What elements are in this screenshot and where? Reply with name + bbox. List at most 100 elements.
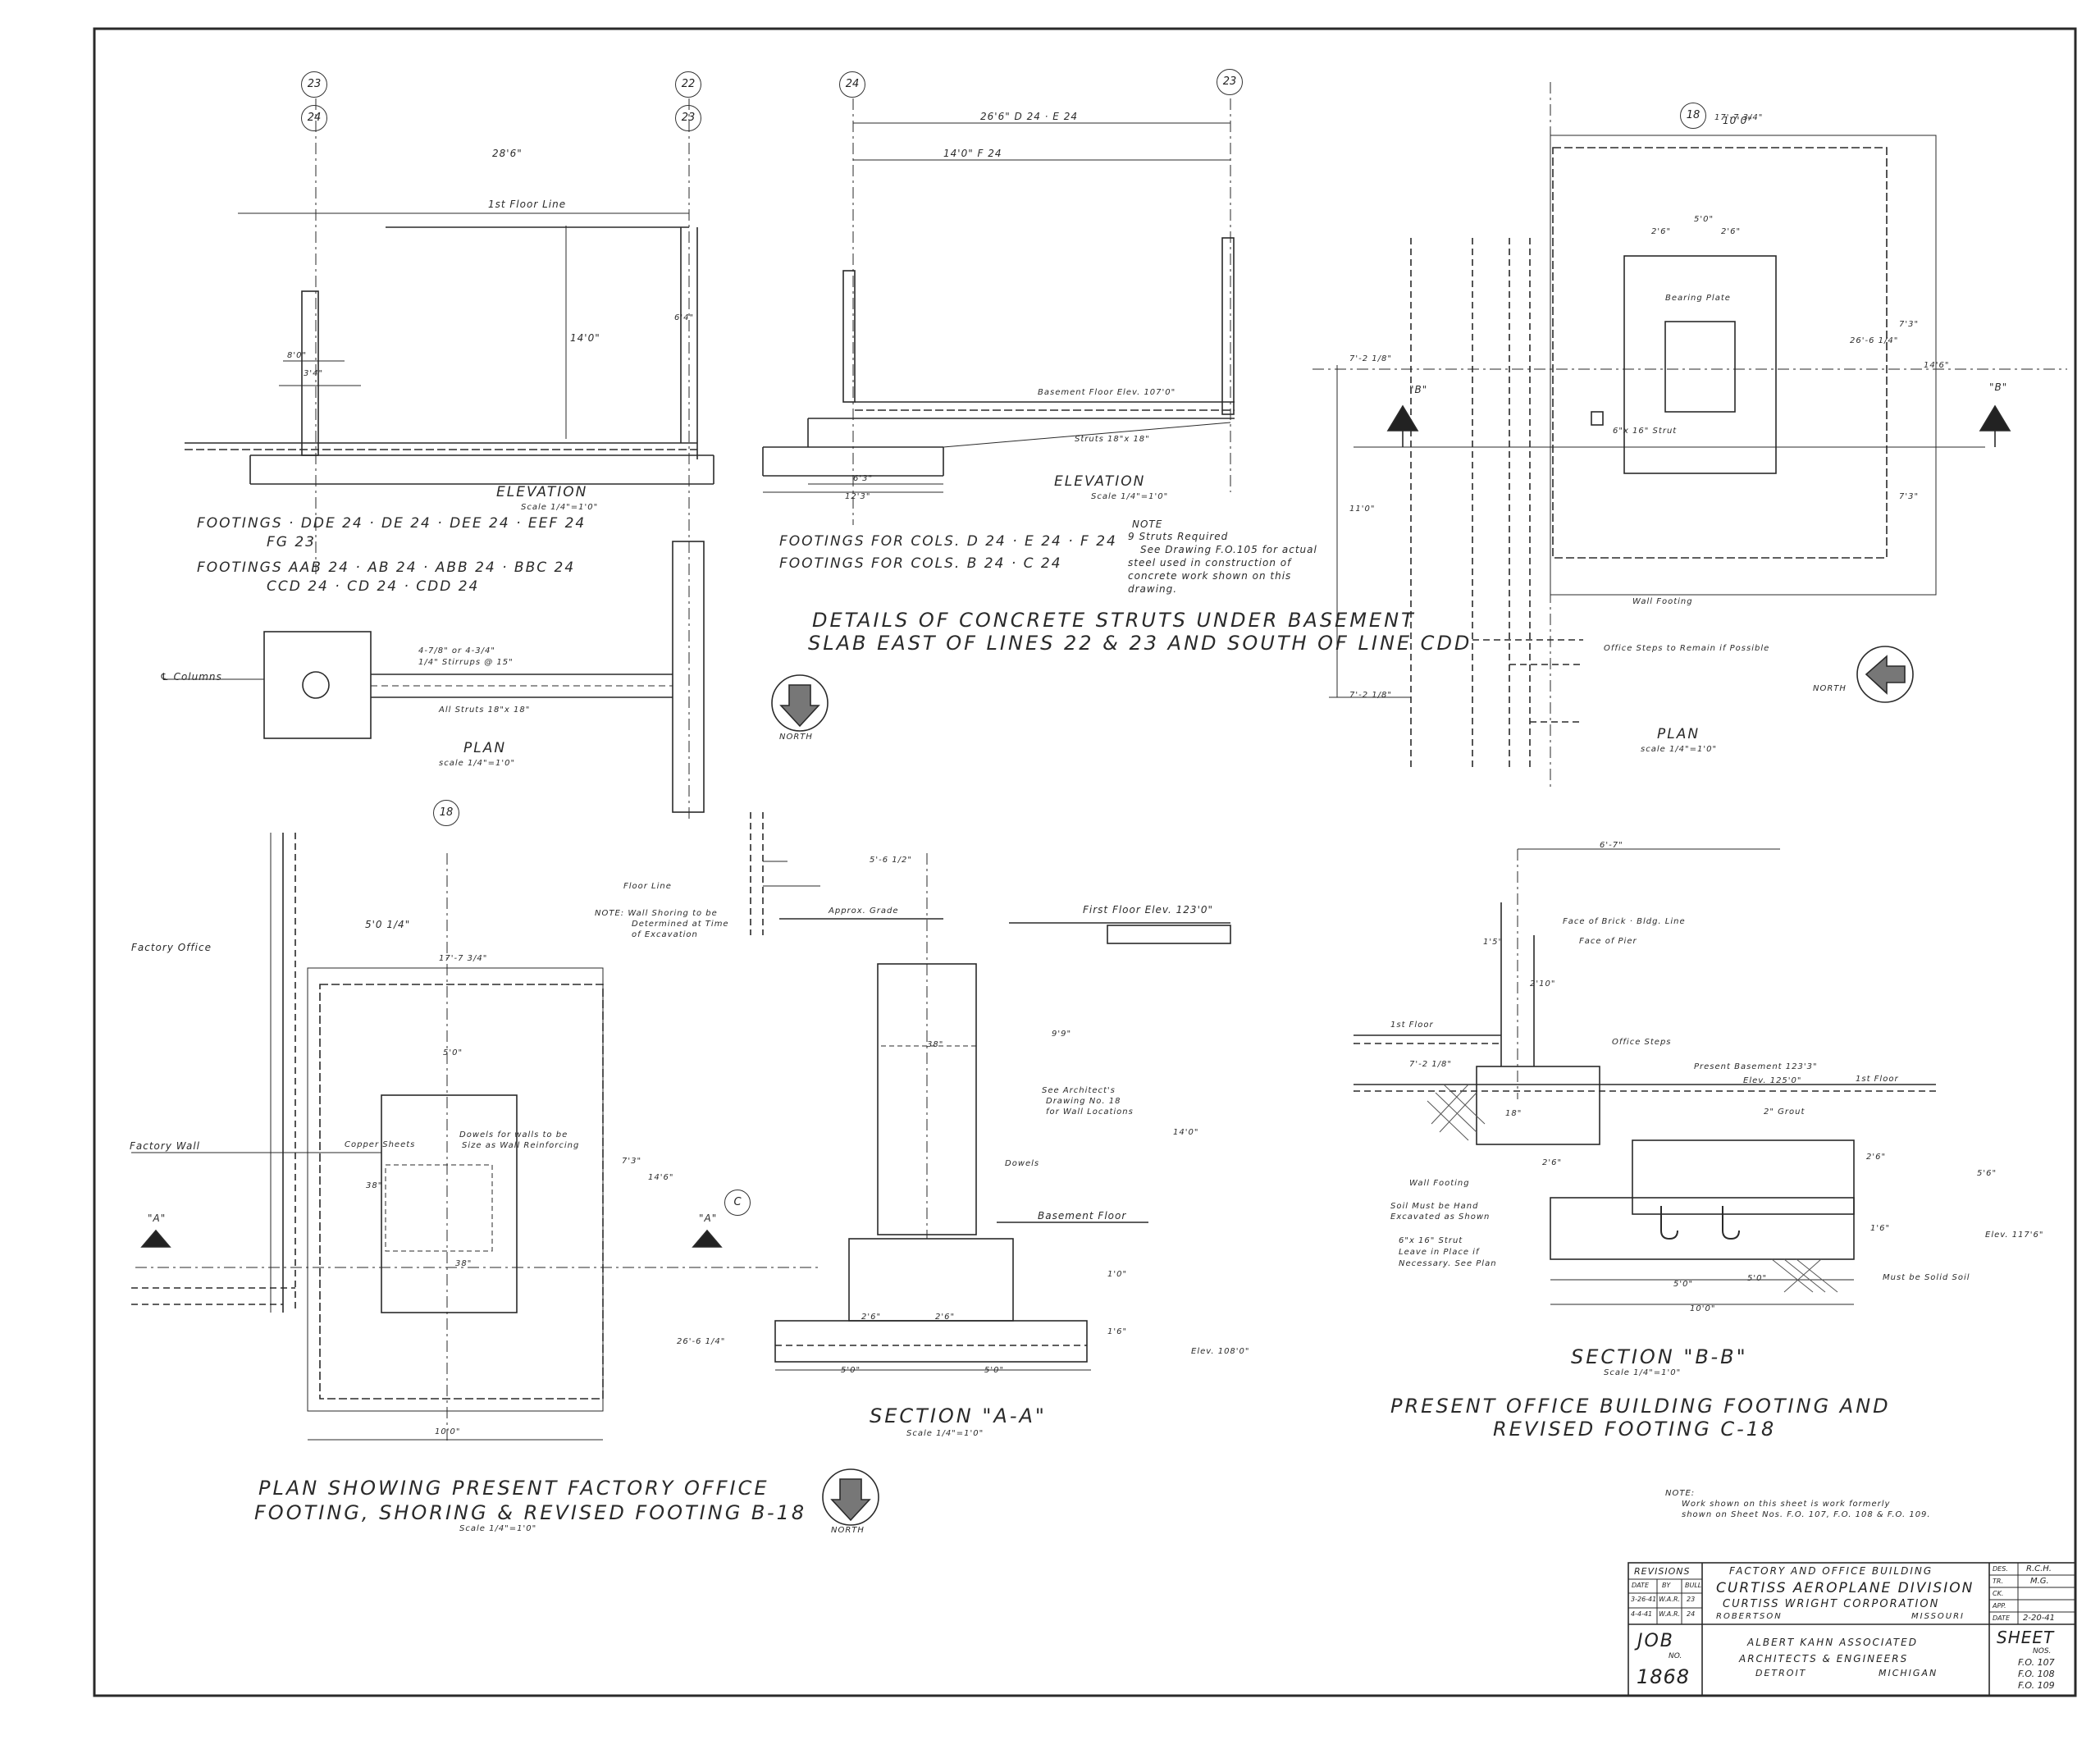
tm-footings-2: FOOTINGS FOR COLS. B 24 · C 24 [779,555,1062,572]
tb-arch-2: ARCHITECTS & ENGINEERS [1739,1653,1909,1665]
tl-columns-label: ℄ Columns [160,671,222,683]
br-grout: 2" Grout [1764,1107,1806,1117]
bl-section-a-left: "A" [148,1212,167,1224]
br-title: SECTION "B-B" [1571,1345,1748,1368]
tb-arch-3a: DETROIT [1755,1668,1807,1678]
tr-north: NORTH [1813,684,1847,693]
tr-office-steps: Office Steps to Remain if Possible [1604,644,1770,653]
tl-elevation-title: ELEVATION [496,484,588,500]
br-strut-1: 6"x 16" Strut [1399,1236,1463,1245]
tb-rev-h1: DATE [1632,1582,1649,1589]
br-solid-soil: Must be Solid Soil [1883,1273,1970,1282]
tr-dim-top: 10'0" [1723,115,1753,126]
tm-note-1: 9 Struts Required [1128,531,1229,542]
tm-struts: Struts 18"x 18" [1075,435,1150,444]
tb-rev-r2-date: 4-4-41 [1631,1610,1653,1618]
bl-section-a-right: "A" [699,1212,718,1224]
tb-job-no: NO. [1669,1652,1682,1660]
bm-see-arch-1: See Architect's [1042,1086,1116,1095]
bl-dim-d: 38" [366,1181,383,1190]
tb-project-1: FACTORY AND OFFICE BUILDING [1729,1565,1933,1577]
grid-mark-23-top-right: 23 [675,105,701,131]
sheet-border [93,27,2077,1697]
tr-dim-right-3: 7'3" [1899,492,1920,501]
br-dim-top: 6'-7" [1600,841,1623,850]
bm-dim-8: 5'0" [841,1366,861,1375]
br-scale: Scale 1/4"=1'0" [1604,1368,1682,1377]
bl-factory-wall: Factory Wall [130,1140,200,1152]
bm-basement-floor: Basement Floor [1038,1210,1127,1222]
br-elev-2: Elev. 117'6" [1985,1231,2044,1240]
tb-sheet-label: SHEET [1997,1628,2055,1647]
tm-details-1: DETAILS OF CONCRETE STRUTS UNDER BASEMEN… [812,609,1416,632]
top-right-plan [1312,82,2067,788]
tl-dim-top: 28'6" [492,148,523,159]
tl-footings-1: FOOTINGS · DDE 24 · DE 24 · DEE 24 · EEF… [197,515,587,532]
bm-dim-3: 14'0" [1173,1128,1199,1137]
tr-dim-inner-b: 2'6" [1721,227,1742,236]
br-big-title-1: PRESENT OFFICE BUILDING FOOTING AND [1390,1395,1891,1418]
north-arrow-bottom-middle [822,1468,879,1526]
tr-strut: 6"x 16" Strut [1613,427,1678,436]
tr-dim-right-2: 14'6" [1924,361,1950,370]
tb-sheet-3: F.O. 109 [2018,1680,2055,1691]
tm-note-3: steel used in construction of [1128,557,1292,569]
tr-bearing-plate: Bearing Plate [1665,294,1731,303]
tm-dim-1: 26'6" D 24 · E 24 [980,111,1078,122]
bl-dim-b: 17'-7 3/4" [439,954,488,963]
tb-rev-r1-date: 3-26-41 [1631,1596,1657,1603]
br-soil-1: Soil Must be Hand [1390,1202,1479,1211]
tr-dim-inner: 5'0" [1694,215,1714,224]
bl-dim-g: 14'6" [648,1173,674,1182]
tb-date-value: 2-20-41 [2023,1614,2056,1623]
bl-dim-e: 38" [455,1259,472,1268]
tr-plan-scale: scale 1/4"=1'0" [1641,745,1718,754]
br-strut-2: Leave in Place if [1399,1248,1480,1257]
tb-rev-h3: BULL [1685,1582,1702,1589]
tl-footings-2b: CCD 24 · CD 24 · CDD 24 [267,578,480,595]
tm-dim-2: 14'0" F 24 [943,148,1002,159]
bm-dim-6: 1'0" [1107,1270,1128,1279]
tb-arch-3b: MICHIGAN [1879,1668,1938,1678]
bm-dim-1: 38" [927,1040,944,1049]
title-block [1628,1562,2076,1696]
top-left-plan [164,541,705,813]
bm-see-arch-2: Drawing No. 18 [1046,1097,1121,1106]
tr-dim-left-3: 11'0" [1349,505,1376,514]
tr-wall-footing: Wall Footing [1632,597,1693,606]
bl-dim-f: 7'3" [622,1157,642,1166]
bm-title: SECTION "A-A" [870,1404,1047,1427]
sheet-note-line-1: Work shown on this sheet is work formerl… [1682,1500,1891,1509]
tl-plan-scale: scale 1/4"=1'0" [439,759,516,768]
bm-dim-7: 1'6" [1107,1327,1128,1336]
tb-ck-label: CK. [1993,1590,2004,1597]
br-wall-footing: Wall Footing [1409,1179,1470,1188]
tl-first-floor-line: 1st Floor Line [488,199,567,210]
br-dim-v2: 1'6" [1870,1224,1891,1233]
br-strut-3: Necessary. See Plan [1399,1259,1497,1268]
tb-rev-h2: BY [1662,1582,1671,1589]
tb-tr-label: TR. [1993,1578,2003,1585]
bm-dim-5: 2'6" [935,1313,956,1322]
tr-dim-left-2: 7'-2 1/8" [1349,691,1392,700]
br-dim-1: 1'5" [1483,938,1504,947]
tl-footings-2: FOOTINGS AAB 24 · AB 24 · ABB 24 · BBC 2… [197,559,576,576]
tl-dim-a: 8'0" [287,351,308,360]
tr-plan-title: PLAN [1657,726,1701,742]
tr-section-b-right: "B" [1989,381,2008,393]
bm-dim-9: 5'0" [984,1366,1005,1375]
tb-job-value: 1868 [1637,1665,1691,1688]
north-arrow-top-middle [771,674,829,732]
br-dim-4: 18" [1505,1109,1522,1118]
tr-dim-inner-a: 2'6" [1651,227,1672,236]
tl-bars-note-1: 4-7/8" or 4-3/4" [418,646,495,655]
sheet-note-line-2: shown on Sheet Nos. F.O. 107, F.O. 108 &… [1682,1510,1931,1519]
br-dim-v3: 5'6" [1977,1169,1997,1178]
bm-note-3: of Excavation [632,930,698,939]
br-dim-v1: 2'6" [1866,1153,1887,1162]
tm-basement-floor: Basement Floor Elev. 107'0" [1038,388,1176,397]
tb-project-3: CURTISS WRIGHT CORPORATION [1723,1598,1940,1610]
bm-dim-2: 9'9" [1052,1030,1072,1039]
br-big-title-2: REVISED FOOTING C-18 [1493,1418,1777,1441]
